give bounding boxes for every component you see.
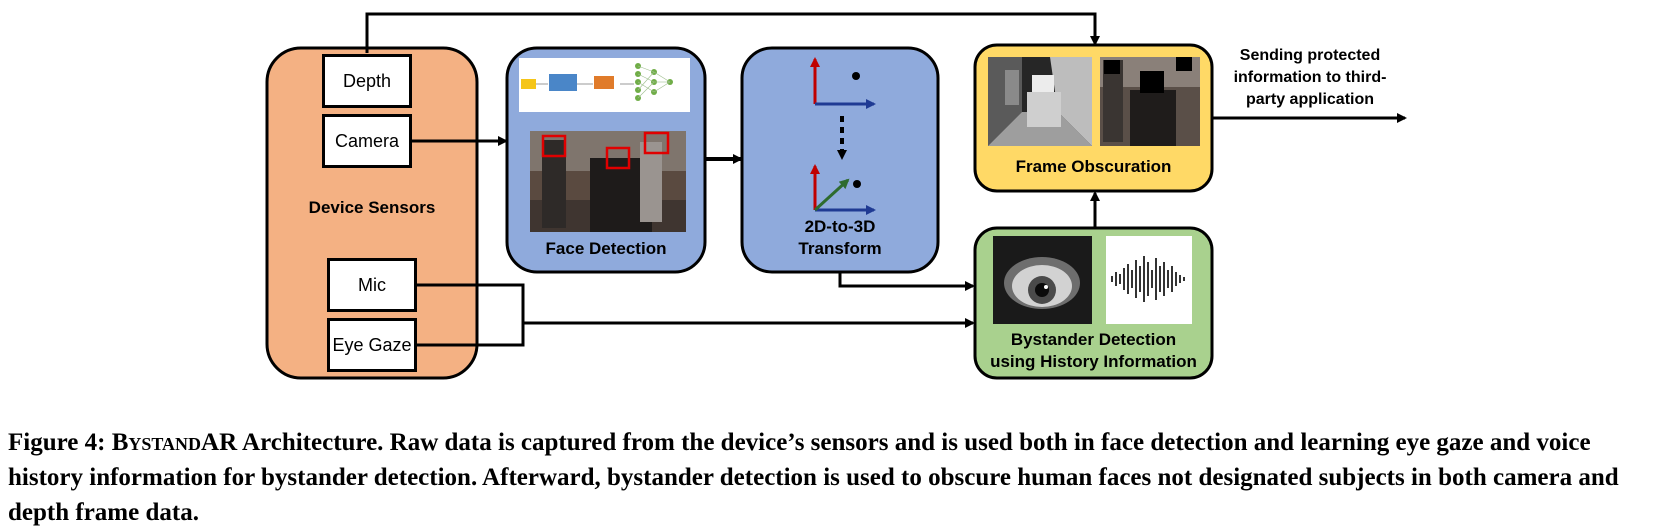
bystander-title-line1: Bystander Detection: [1010, 330, 1177, 349]
caption-text: Architecture. Raw data is captured from …: [8, 429, 1619, 526]
architecture-diagram: [265, 12, 1407, 380]
output-text-line1: Sending protected: [1239, 47, 1381, 64]
face-detection-photo: [530, 131, 686, 232]
depth-to-obscuration-arrow: [365, 12, 1100, 53]
mic-connector: [417, 283, 525, 347]
eye-image: [993, 236, 1092, 324]
output-text-line3: party application: [1245, 91, 1375, 108]
output-text-line2: information to third-: [1233, 69, 1387, 86]
eye-gaze-sensor: Eye Gaze: [327, 318, 417, 372]
camera-sensor: Camera: [322, 114, 412, 168]
waveform-icon: [1106, 236, 1192, 324]
bystander-title-line2: using History Information: [990, 352, 1197, 371]
transform-title-line1: 2D-to-3D: [804, 217, 876, 236]
caption-prefix: Figure 4:: [8, 429, 112, 456]
transform-title-line2: Transform: [798, 239, 882, 258]
figure-caption: Figure 4: BystandAR Architecture. Raw da…: [8, 425, 1664, 530]
device-sensors-title: Device Sensors: [308, 198, 436, 217]
depth-sensor: Depth: [322, 54, 412, 108]
device-sensors-box: [265, 46, 479, 380]
depth-image: [988, 57, 1092, 146]
neural-network-thumbnail: [519, 58, 690, 112]
axes-icon: [810, 57, 876, 215]
face-detection-title: Face Detection: [545, 239, 667, 258]
rgb-image: [1100, 57, 1200, 146]
frame-obscuration-title: Frame Obscuration: [1015, 157, 1172, 176]
caption-system-name: BystandAR: [111, 429, 238, 456]
mic-sensor: Mic: [327, 258, 417, 312]
transform-to-bystander-arrow: [838, 272, 975, 291]
